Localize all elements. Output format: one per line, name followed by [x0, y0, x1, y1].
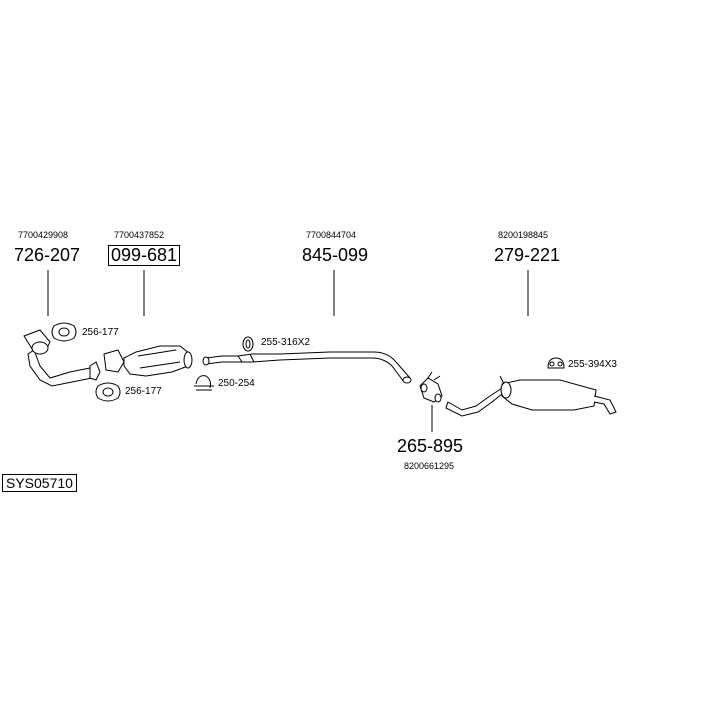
fitting-label-gasket-a[interactable]: 256-177	[82, 327, 119, 338]
fitting-label-clamp[interactable]: 250-254	[218, 378, 255, 389]
clamp-drawing	[194, 375, 214, 391]
hanger-drawing	[547, 357, 565, 369]
rubber-ring-drawing	[242, 336, 254, 352]
oem-number-265-895: 8200661295	[404, 461, 455, 471]
middle-pipe-drawing	[202, 351, 412, 384]
fitting-label-hanger[interactable]: 255-394X3	[568, 359, 617, 370]
oem-number-845-099: 7700844704	[306, 230, 357, 240]
part-number-726-207[interactable]: 726-207	[14, 245, 81, 265]
front-pipe-drawing	[23, 329, 101, 387]
catalyst-drawing	[103, 345, 193, 377]
part-number-099-681[interactable]: 099-681	[108, 245, 181, 266]
part-number-265-895[interactable]: 265-895	[397, 436, 464, 456]
oem-number-726-207: 7700429908	[18, 230, 69, 240]
rear-silencer-drawing	[445, 375, 617, 417]
part-number-279-221[interactable]: 279-221	[494, 245, 561, 265]
oem-number-279-221: 8200198845	[498, 230, 549, 240]
fitting-label-rubber-ring[interactable]: 255-316X2	[261, 337, 310, 348]
oem-number-099-681: 7700437852	[114, 230, 165, 240]
part-number-845-099[interactable]: 845-099	[302, 245, 369, 265]
connector-drawing	[419, 371, 443, 403]
gasket-a-drawing	[51, 322, 77, 342]
fitting-label-gasket-b[interactable]: 256-177	[125, 386, 162, 397]
gasket-b-drawing	[95, 382, 121, 402]
system-code: SYS05710	[2, 474, 77, 492]
